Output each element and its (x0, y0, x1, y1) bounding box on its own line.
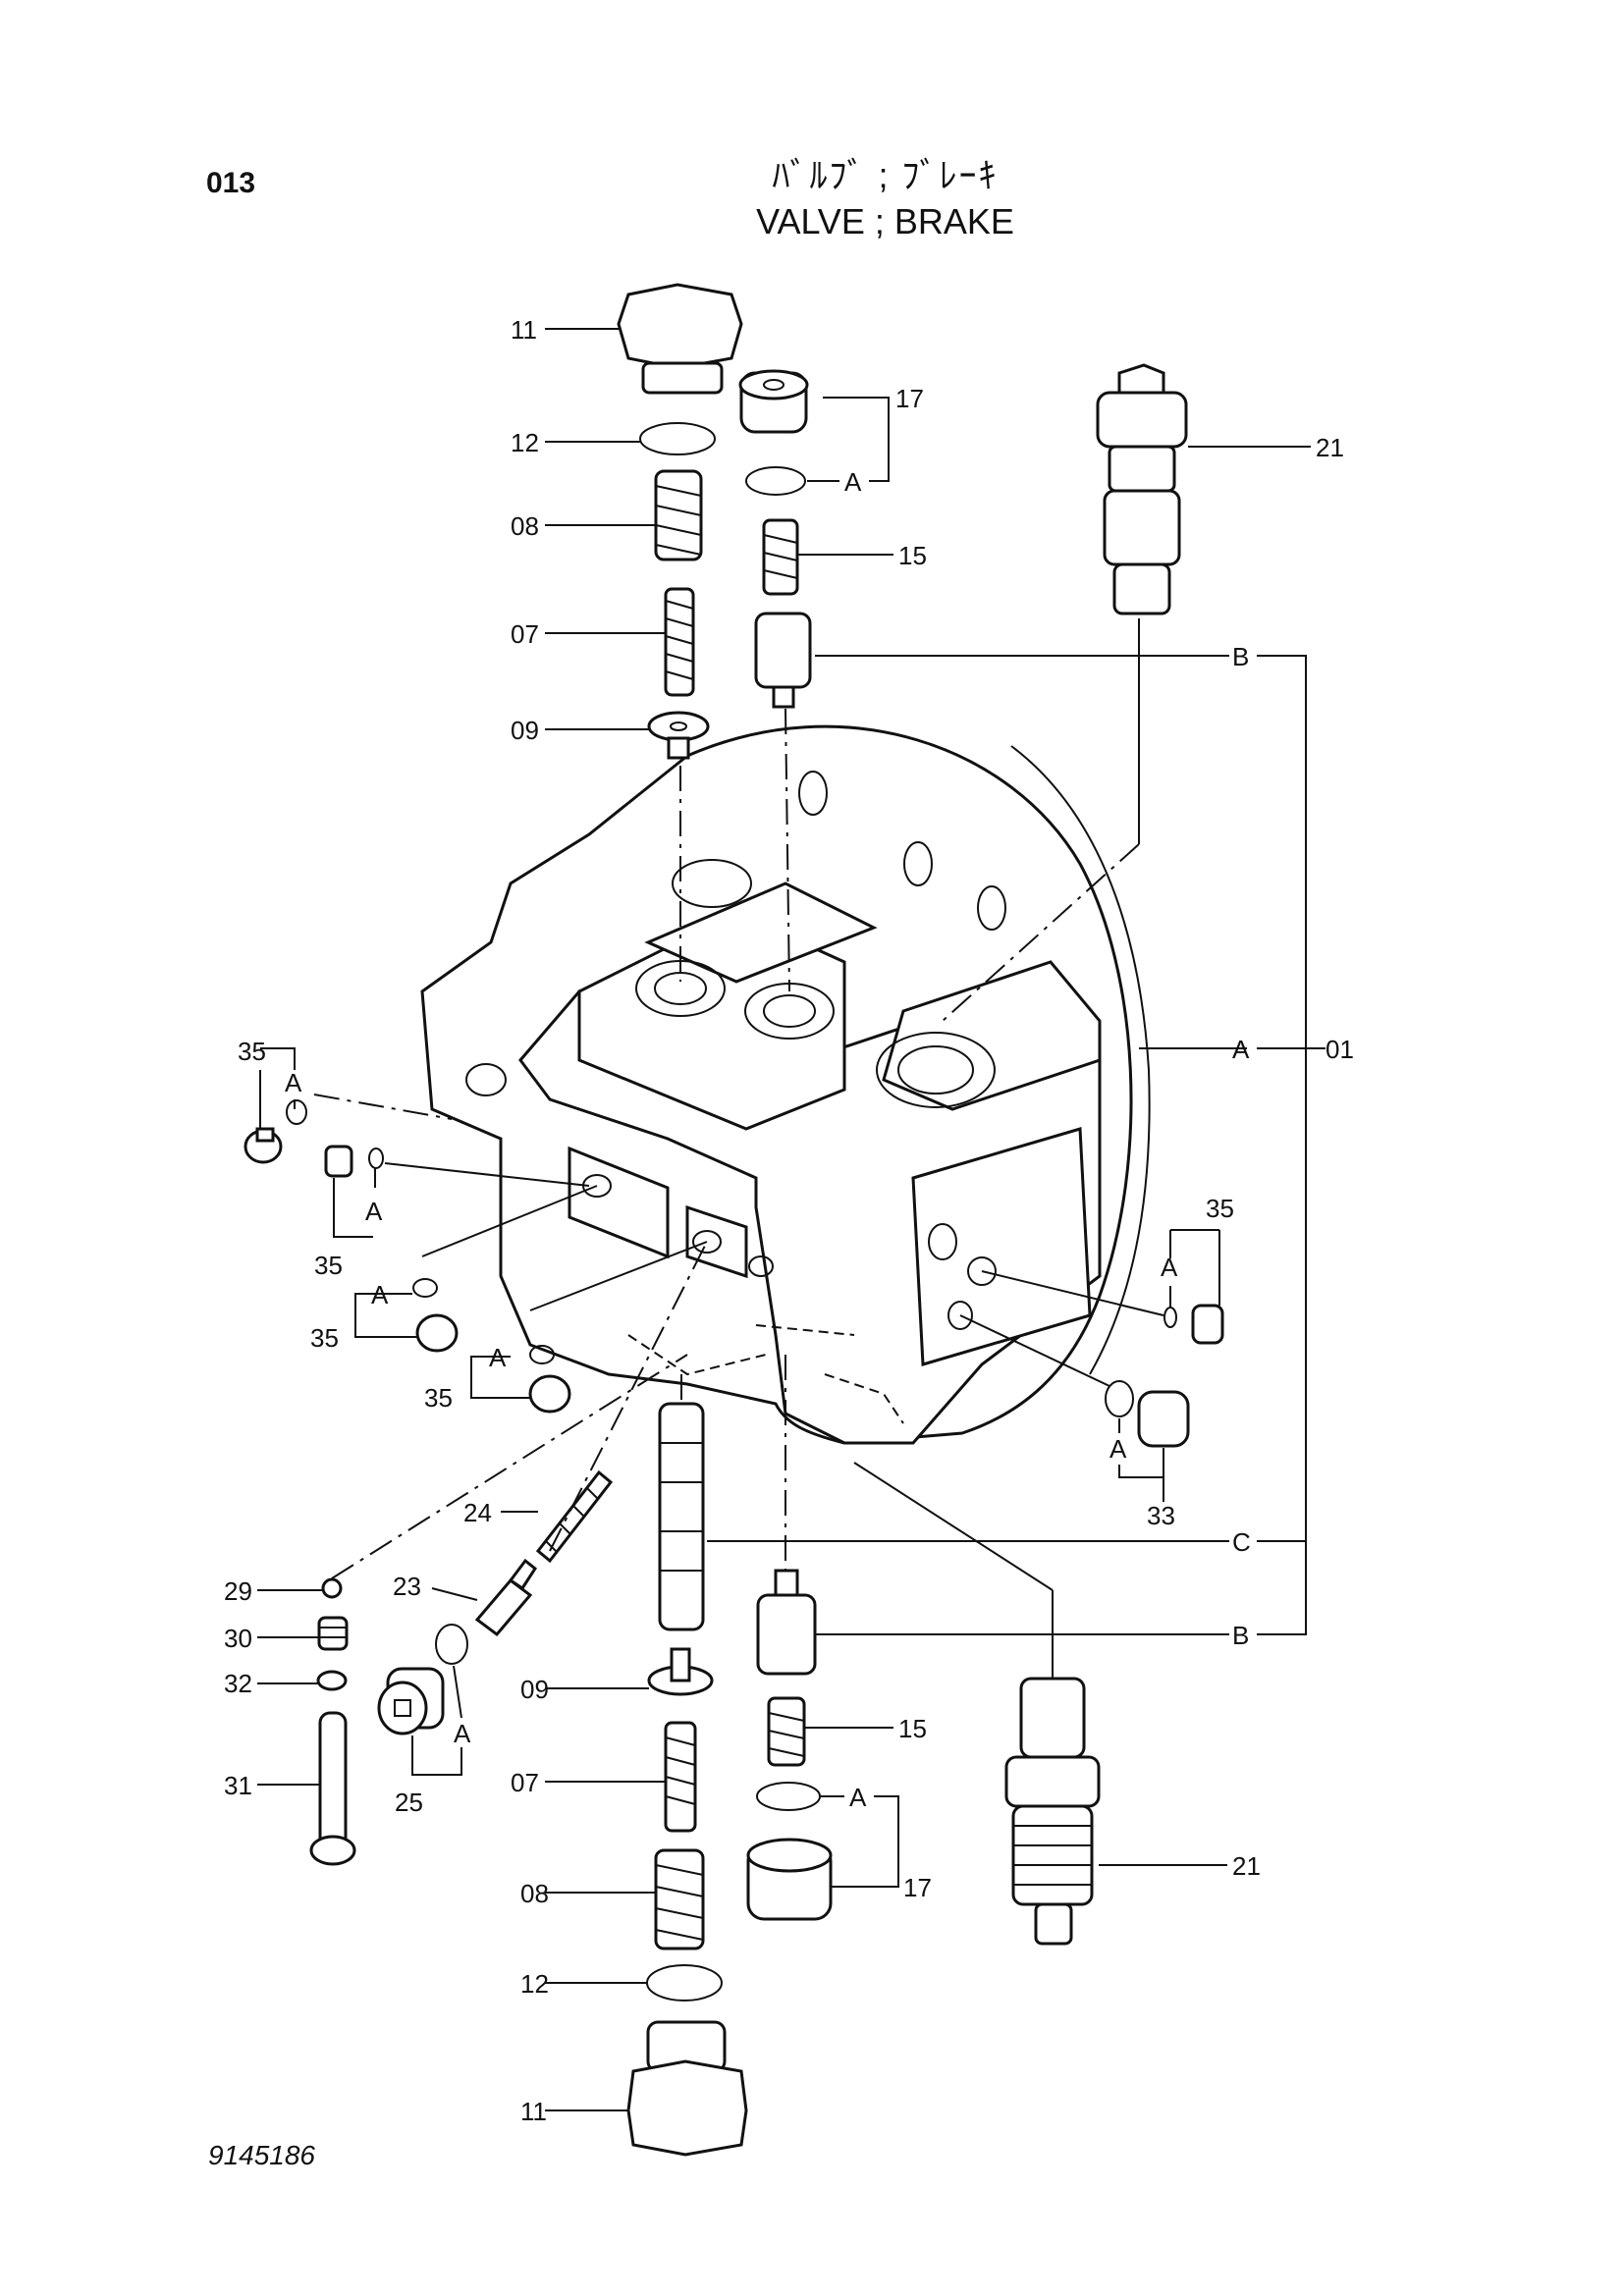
ref-a-35-e: A (1161, 1253, 1178, 1282)
plug-17-bottom (746, 1838, 833, 1921)
spool-valve (658, 1402, 705, 1631)
spring-08-bottom (654, 1848, 705, 1950)
drawing-number: 9145186 (208, 2140, 316, 2170)
o-ring-32 (316, 1670, 348, 1691)
poppet-b-top (754, 612, 812, 709)
spring-24 (535, 1469, 614, 1564)
o-ring-a-17-top (745, 466, 806, 496)
callout-23: 23 (393, 1572, 421, 1601)
spring-07-bottom (664, 1721, 697, 1833)
plug-25 (377, 1667, 445, 1735)
callout-35-e: 35 (1206, 1194, 1234, 1223)
callout-17-bottom: 17 (903, 1873, 932, 1902)
spring-15-bottom (767, 1696, 806, 1767)
ref-c: C (1232, 1527, 1251, 1557)
callout-12-bottom: 12 (520, 1969, 549, 1999)
plug-35-b (324, 1145, 353, 1178)
plug-11-bottom (626, 2020, 748, 2157)
pin-31 (309, 1711, 356, 1866)
callout-32: 32 (224, 1669, 252, 1698)
part-callouts: 01 07 07 08 08 09 09 11 11 12 12 15 15 1… (224, 315, 1354, 2126)
callout-11-bottom: 11 (520, 2097, 547, 2126)
callout-07-top: 07 (511, 619, 539, 649)
callout-35-d: 35 (424, 1383, 453, 1413)
callout-17-top: 17 (895, 384, 924, 413)
o-ring-a-17-bottom (756, 1782, 821, 1811)
callout-09-top: 09 (511, 716, 539, 745)
ref-a-body: A (1232, 1035, 1250, 1064)
spring-08-top (654, 469, 703, 561)
plug-30 (317, 1616, 349, 1651)
o-ring-35-b (368, 1148, 384, 1169)
plug-35-a (243, 1127, 283, 1164)
callout-09-bottom: 09 (520, 1675, 549, 1704)
callout-24: 24 (463, 1498, 492, 1527)
callout-08-top: 08 (511, 511, 539, 541)
callout-01: 01 (1325, 1035, 1354, 1064)
o-ring-12-bottom (646, 1964, 723, 2002)
o-ring-a-25 (435, 1624, 468, 1665)
relief-valve-21-bottom (853, 1462, 1101, 1946)
spring-15-top (762, 518, 799, 596)
o-ring-35-d (529, 1345, 555, 1364)
seat-09-bottom (647, 1647, 714, 1696)
o-ring-33 (1105, 1380, 1134, 1417)
callout-11-top: 11 (511, 315, 537, 345)
callout-21-top: 21 (1316, 433, 1344, 462)
plug-35-d (528, 1374, 571, 1414)
callout-35-c: 35 (310, 1323, 339, 1353)
ref-a-17-bottom: A (849, 1783, 867, 1812)
ref-a-35-c: A (371, 1280, 389, 1309)
ref-a-35-b: A (365, 1197, 383, 1226)
callout-33: 33 (1147, 1501, 1175, 1530)
callout-25: 25 (395, 1788, 423, 1817)
plug-23 (474, 1558, 537, 1637)
group-reference-letters: A A A A A A A A A A B B C (285, 467, 1251, 1812)
o-ring-35-e (1163, 1307, 1177, 1328)
o-ring-29 (321, 1577, 343, 1599)
callout-31: 31 (224, 1771, 252, 1800)
ref-a-17-top: A (844, 467, 862, 497)
plug-17-top (738, 369, 809, 434)
callout-07-bottom: 07 (511, 1768, 539, 1797)
callout-21-bottom: 21 (1232, 1851, 1261, 1881)
callout-30: 30 (224, 1624, 252, 1653)
plug-35-e (1191, 1304, 1224, 1345)
seat-09-top (647, 711, 710, 760)
callout-08-bottom: 08 (520, 1879, 549, 1908)
callout-35-b: 35 (314, 1251, 343, 1280)
o-ring-35-c (412, 1278, 438, 1298)
relief-valve-21-top (942, 363, 1188, 1022)
valve-body-housing (420, 724, 1151, 1445)
plug-11-top (617, 283, 743, 395)
ref-a-33: A (1109, 1434, 1127, 1464)
callout-leaders (257, 328, 1311, 2111)
spring-07-top (664, 587, 695, 697)
ref-a-35-d: A (489, 1343, 507, 1372)
callout-29: 29 (224, 1576, 252, 1606)
ref-a-25: A (454, 1719, 471, 1748)
callout-15-bottom: 15 (898, 1714, 927, 1743)
callout-15-top: 15 (898, 541, 927, 570)
plug-35-c (415, 1313, 459, 1353)
o-ring-35-a (286, 1099, 307, 1125)
plug-33 (1137, 1390, 1190, 1448)
ref-b-top: B (1232, 642, 1249, 671)
o-ring-12-top (639, 422, 716, 455)
diagram-title-japanese: ﾊﾞﾙﾌﾞ ; ﾌﾞﾚｰｷ (772, 155, 999, 195)
callout-12-top: 12 (511, 428, 539, 457)
page-number: 013 (206, 167, 256, 199)
ref-a-35-a: A (285, 1068, 302, 1097)
diagram-title: VALVE ; BRAKE (756, 201, 1014, 241)
callout-35-a: 35 (238, 1037, 266, 1066)
poppet-b-bottom (756, 1569, 817, 1676)
ref-b-bottom: B (1232, 1621, 1249, 1650)
